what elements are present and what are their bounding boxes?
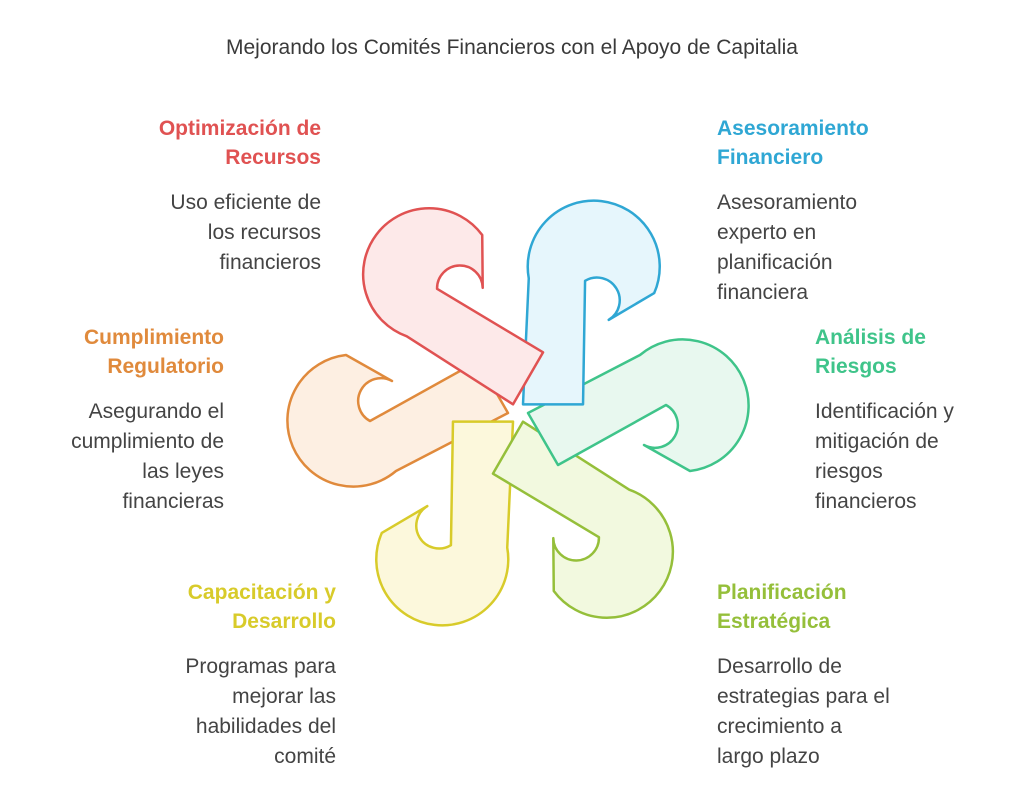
link-shape [521, 199, 661, 406]
link-shape [526, 338, 750, 473]
diagram-title: Mejorando los Comités Financieros con el… [226, 36, 798, 59]
item-heading: Planificación Estratégica [717, 581, 847, 633]
link-shape [375, 420, 515, 627]
item-heading: Capacitación y Desarrollo [187, 581, 336, 633]
item-analisis: Análisis de Riesgos Identificación y mit… [815, 323, 954, 517]
link-shape [491, 420, 675, 619]
item-description: Uso eficiente de los recursos financiero… [170, 191, 321, 274]
item-heading: Cumplimiento Regulatorio [84, 326, 224, 378]
item-heading: Análisis de Riesgos [815, 326, 926, 378]
item-capacitacion: Capacitación y Desarrollo Programas para… [185, 578, 336, 772]
item-heading: Optimización de Recursos [158, 117, 321, 169]
item-description: Asesoramiento experto en planificación f… [717, 191, 858, 304]
item-planificacion: Planificación Estratégica Desarrollo de … [717, 578, 890, 772]
link-shape [361, 207, 545, 406]
item-description: Desarrollo de estrategias para el crecim… [717, 655, 890, 768]
item-description: Asegurando el cumplimiento de las leyes … [71, 400, 224, 513]
item-asesoramiento: Asesoramiento Financiero Asesoramiento e… [717, 114, 869, 308]
item-description: Programas para mejorar las habilidades d… [185, 655, 336, 768]
item-optimizacion: Optimización de Recursos Uso eficiente d… [159, 114, 321, 278]
link-shape [286, 353, 510, 488]
item-description: Identificación y mitigación de riesgos f… [815, 400, 954, 513]
item-cumplimiento: Cumplimiento Regulatorio Asegurando el c… [71, 323, 224, 517]
item-heading: Asesoramiento Financiero [717, 117, 869, 169]
